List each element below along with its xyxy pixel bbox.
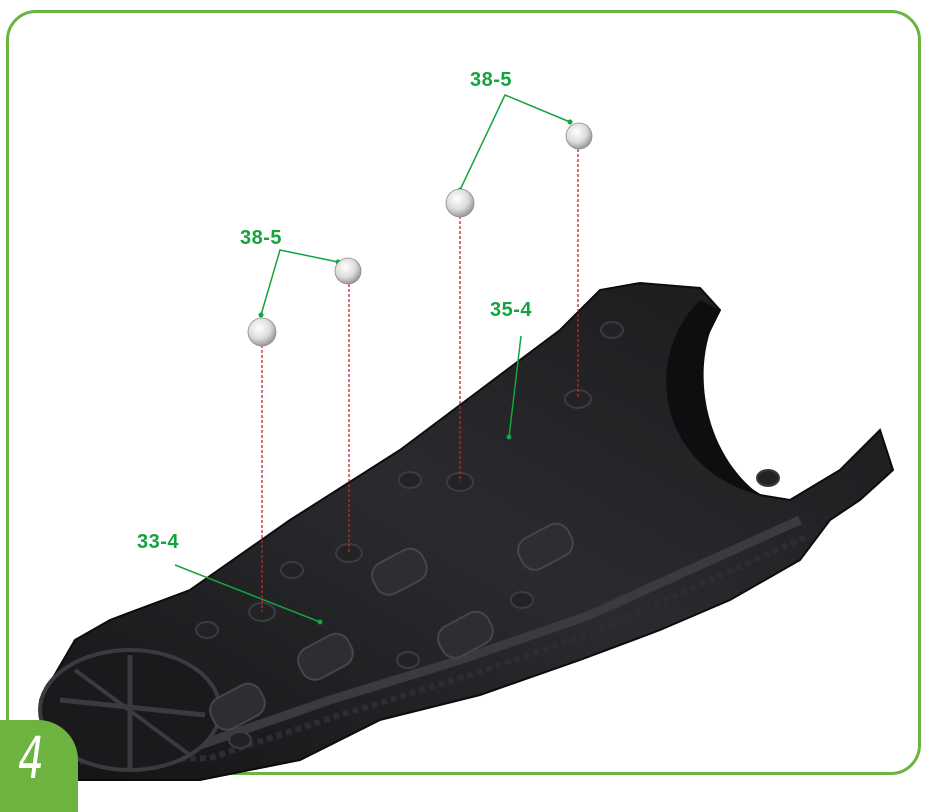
leader-lines: [174, 94, 571, 623]
step-frame: [6, 10, 921, 775]
callout-mid-left: 38-5: [240, 227, 283, 249]
step-number: 4: [18, 724, 44, 792]
alignment-guides: [261, 149, 579, 612]
callout-top-right: 38-5: [470, 69, 513, 91]
callout-housing: 35-4: [490, 299, 533, 321]
handle-housing: [38, 281, 895, 781]
callout-lower-left: 33-4: [137, 531, 180, 553]
end-grid: [38, 648, 222, 772]
cap-parts: [247, 122, 593, 347]
step-badge: [0, 720, 78, 812]
